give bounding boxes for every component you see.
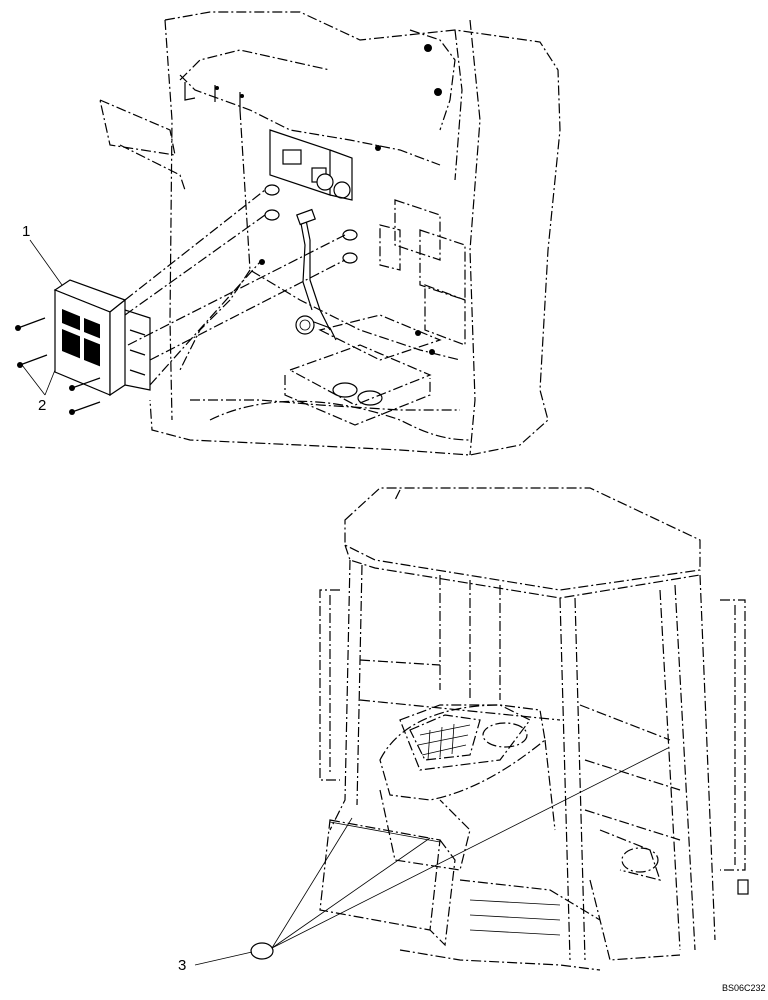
- cab-floor-panel: [329, 821, 441, 843]
- cab-roof: [344, 487, 701, 599]
- controller-module: [53, 279, 151, 397]
- drawing-code: BS06C232: [722, 983, 766, 993]
- callout-2: 2: [38, 397, 47, 414]
- cab-pillars: [329, 559, 716, 961]
- cab-floor: [319, 819, 681, 971]
- rear-console-housing: [99, 11, 561, 456]
- operator-console: [379, 704, 556, 871]
- plug-cap: [250, 942, 274, 960]
- mounting-screws: [15, 317, 101, 415]
- spacers: [259, 145, 381, 265]
- leader-2: [21, 364, 56, 396]
- fuse-relay-panel: [379, 44, 466, 355]
- leader-3: [194, 747, 669, 966]
- top-brackets: [184, 82, 244, 110]
- floor-plate: [284, 314, 442, 426]
- wiring-harness: [295, 208, 337, 341]
- assembly-centerlines: [124, 189, 346, 386]
- cab-handrails: [319, 589, 749, 895]
- leader-1: [29, 239, 63, 286]
- relay-bracket: [269, 129, 353, 201]
- callout-3: 3: [178, 957, 187, 974]
- cab-crossbars: [359, 659, 681, 841]
- callout-1: 1: [22, 223, 31, 240]
